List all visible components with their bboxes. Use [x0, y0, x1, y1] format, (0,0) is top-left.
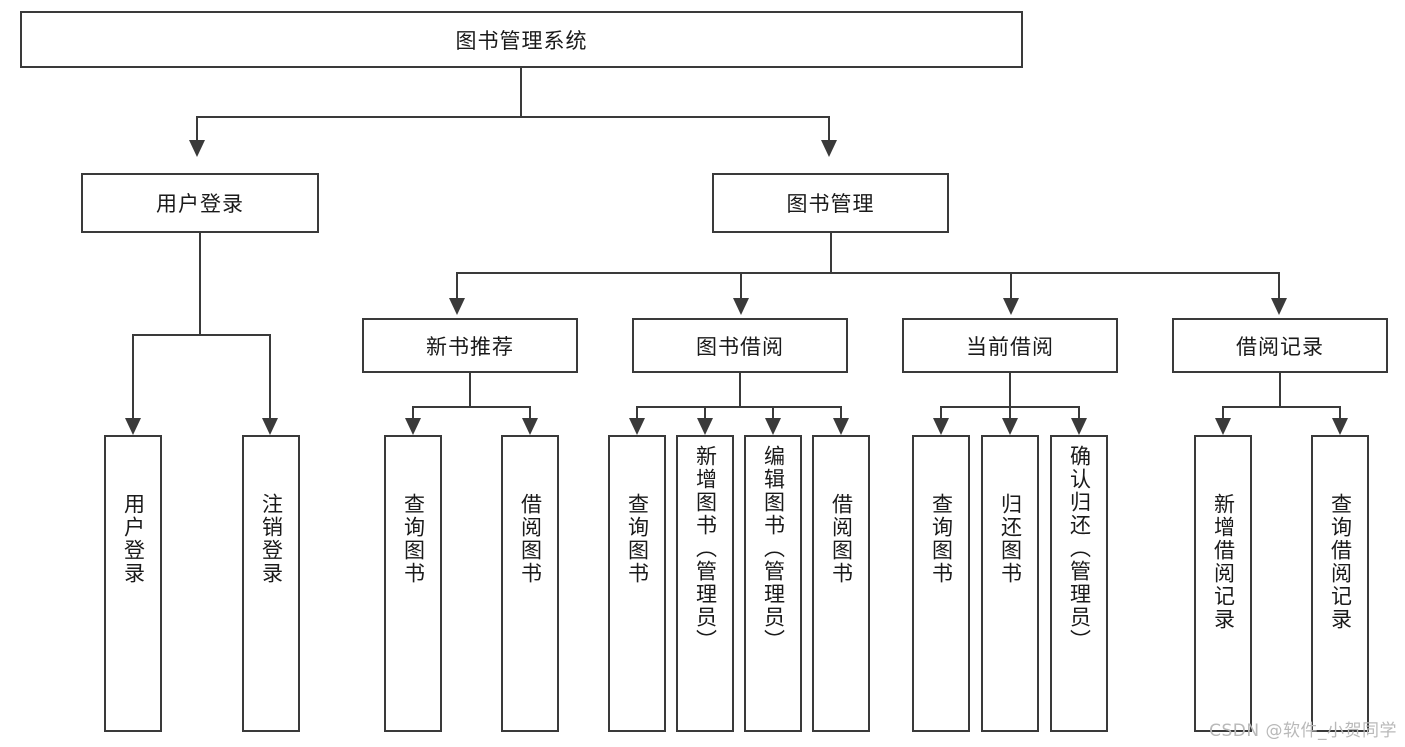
connector-user-login-leaf-1 [132, 334, 134, 418]
connector-to-new-book [456, 272, 458, 298]
connector-book-borrow-stem [739, 373, 741, 406]
connector-book-borrow-leaf-3 [772, 406, 774, 418]
connector-to-current-borrow [1010, 272, 1012, 298]
connector-user-login-leaf-2 [269, 334, 271, 418]
arrowhead-book-borrow [733, 298, 749, 315]
connector-borrow-record-leaf-1 [1222, 406, 1224, 418]
node-current-borrow[interactable]: 当前借阅 [902, 318, 1118, 373]
arrowhead-current-borrow-leaf-3 [1071, 418, 1087, 435]
leaf-confirm-return-admin[interactable]: 确认归还（管理员） [1050, 435, 1108, 732]
node-label: 新书推荐 [426, 334, 514, 359]
leaf-label: 查询图书 [401, 493, 426, 585]
connector-book-borrow-leaf-4 [840, 406, 842, 418]
leaf-label: 查询图书 [625, 493, 650, 585]
leaf-borrow-book-new[interactable]: 借阅图书 [501, 435, 559, 732]
leaf-label: 编辑图书（管理员） [761, 445, 786, 652]
connector-root-stem [520, 68, 522, 116]
node-new-book[interactable]: 新书推荐 [362, 318, 578, 373]
leaf-label: 借阅图书 [829, 493, 854, 585]
connector-to-book-borrow [740, 272, 742, 298]
connector-book-borrow-leaf-1 [636, 406, 638, 418]
leaf-add-borrow-record[interactable]: 新增借阅记录 [1194, 435, 1252, 732]
arrowhead-new-book-leaf-1 [405, 418, 421, 435]
connector-book-borrow-bus [636, 406, 841, 408]
leaf-user-login[interactable]: 用户登录 [104, 435, 162, 732]
node-label: 当前借阅 [966, 334, 1054, 359]
node-user-login[interactable]: 用户登录 [81, 173, 319, 233]
arrowhead-book-borrow-leaf-4 [833, 418, 849, 435]
watermark-text: CSDN @软件_小贺同学 [1209, 721, 1397, 741]
arrowhead-leaf-logout [262, 418, 278, 435]
connector-root-bus [196, 116, 830, 118]
node-book-borrow[interactable]: 图书借阅 [632, 318, 848, 373]
leaf-label: 查询借阅记录 [1328, 493, 1353, 631]
arrowhead-new-book [449, 298, 465, 315]
leaf-query-borrow-record[interactable]: 查询借阅记录 [1311, 435, 1369, 732]
node-book-manage[interactable]: 图书管理 [712, 173, 949, 233]
connector-current-borrow-leaf-1 [940, 406, 942, 418]
node-label: 用户登录 [156, 192, 244, 216]
connector-root-to-book-manage [828, 116, 830, 140]
arrowhead-current-borrow-leaf-2 [1002, 418, 1018, 435]
node-label: 图书管理 [786, 192, 875, 216]
arrowhead-book-manage [821, 140, 837, 157]
arrowhead-book-borrow-leaf-1 [629, 418, 645, 435]
connector-new-book-bus [412, 406, 529, 408]
arrowhead-user-login [189, 140, 205, 157]
leaf-add-book-admin[interactable]: 新增图书（管理员） [676, 435, 734, 732]
leaf-label: 新增图书（管理员） [693, 445, 718, 652]
node-borrow-record[interactable]: 借阅记录 [1172, 318, 1388, 373]
connector-borrow-record-bus [1222, 406, 1339, 408]
leaf-query-book-borrow[interactable]: 查询图书 [608, 435, 666, 732]
leaf-return-book[interactable]: 归还图书 [981, 435, 1039, 732]
arrowhead-borrow-record-leaf-1 [1215, 418, 1231, 435]
connector-borrow-record-stem [1279, 373, 1281, 406]
leaf-label: 新增借阅记录 [1211, 493, 1236, 631]
connector-level3-bus [456, 272, 1280, 274]
node-label: 图书管理系统 [455, 28, 588, 53]
node-root[interactable]: 图书管理系统 [20, 11, 1023, 68]
connector-to-borrow-record [1278, 272, 1280, 298]
leaf-logout[interactable]: 注销登录 [242, 435, 300, 732]
connector-new-book-stem [469, 373, 471, 406]
leaf-label: 借阅图书 [518, 493, 543, 585]
leaf-label: 确认归还（管理员） [1067, 445, 1092, 652]
leaf-label: 查询图书 [929, 493, 954, 585]
connector-current-borrow-leaf-2 [1009, 406, 1011, 418]
arrowhead-current-borrow [1003, 298, 1019, 315]
leaf-edit-book-admin[interactable]: 编辑图书（管理员） [744, 435, 802, 732]
connector-user-login-stem [199, 233, 201, 334]
leaf-label: 用户登录 [121, 493, 146, 585]
arrowhead-book-borrow-leaf-2 [697, 418, 713, 435]
connector-new-book-leaf-1 [412, 406, 414, 418]
arrowhead-borrow-record-leaf-2 [1332, 418, 1348, 435]
leaf-borrow-book[interactable]: 借阅图书 [812, 435, 870, 732]
connector-current-borrow-leaf-3 [1078, 406, 1080, 418]
leaf-label: 归还图书 [998, 493, 1023, 585]
arrowhead-new-book-leaf-2 [522, 418, 538, 435]
leaf-query-book-new[interactable]: 查询图书 [384, 435, 442, 732]
node-label: 图书借阅 [696, 334, 784, 359]
connector-book-borrow-leaf-2 [704, 406, 706, 418]
connector-user-login-bus [132, 334, 269, 336]
leaf-label: 注销登录 [259, 493, 284, 585]
connector-book-manage-stem [830, 233, 832, 272]
connector-root-to-user-login [196, 116, 198, 140]
leaf-query-book-current[interactable]: 查询图书 [912, 435, 970, 732]
arrowhead-leaf-user-login [125, 418, 141, 435]
connector-borrow-record-leaf-2 [1339, 406, 1341, 418]
connector-new-book-leaf-2 [529, 406, 531, 418]
connector-current-borrow-stem [1009, 373, 1011, 406]
node-label: 借阅记录 [1236, 334, 1324, 359]
arrowhead-current-borrow-leaf-1 [933, 418, 949, 435]
arrowhead-book-borrow-leaf-3 [765, 418, 781, 435]
arrowhead-borrow-record [1271, 298, 1287, 315]
